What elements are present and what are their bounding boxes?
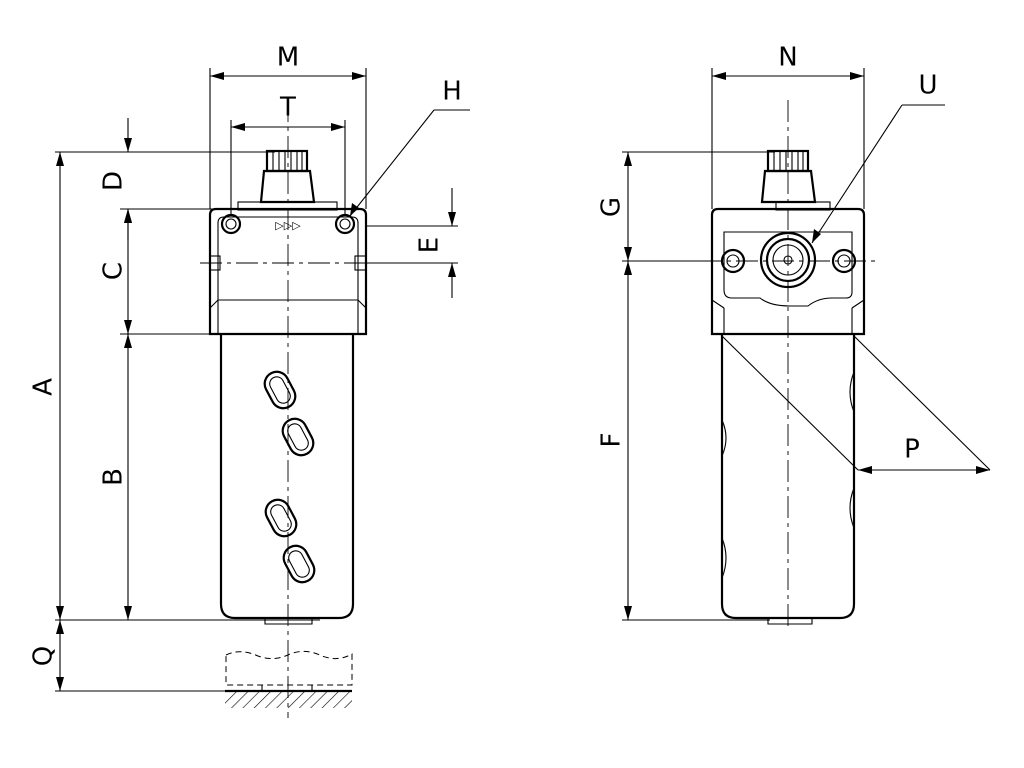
label-T: T <box>279 93 296 123</box>
side-view: N U G F <box>597 43 991 630</box>
leader-U: U <box>811 71 945 244</box>
label-P: P <box>904 435 920 465</box>
label-U: U <box>918 71 937 101</box>
front-bowl <box>219 334 355 625</box>
label-G: G <box>597 197 627 217</box>
dimension-T: T <box>230 93 346 215</box>
label-C: C <box>99 262 129 280</box>
front-view: ▷▷▷ <box>29 43 470 718</box>
label-M: M <box>277 43 299 73</box>
phantom-bowl-outline <box>225 650 353 686</box>
leader-H: H <box>349 77 470 217</box>
dimension-Q: Q <box>29 620 64 691</box>
label-N: N <box>778 43 797 73</box>
front-hole-right <box>334 213 356 235</box>
dimension-F: F <box>597 261 632 620</box>
label-B: B <box>99 468 129 486</box>
label-A: A <box>29 378 59 396</box>
label-F: F <box>597 433 627 448</box>
label-H: H <box>442 77 462 107</box>
side-port-connector <box>760 149 831 211</box>
dimension-M: M <box>209 43 367 209</box>
dimension-A: A <box>29 152 64 620</box>
dimension-G: G <box>597 152 632 261</box>
dimension-P: P <box>721 335 991 474</box>
dimension-E: E <box>415 188 456 298</box>
ground-surface <box>225 685 352 708</box>
dimension-C: C <box>99 209 132 334</box>
label-E: E <box>415 237 445 253</box>
dimension-B: B <box>99 334 132 620</box>
label-D: D <box>99 171 129 191</box>
front-hole-left <box>220 213 242 235</box>
dimension-N: N <box>711 43 865 209</box>
front-port-connector <box>237 149 338 211</box>
label-Q: Q <box>29 646 59 666</box>
